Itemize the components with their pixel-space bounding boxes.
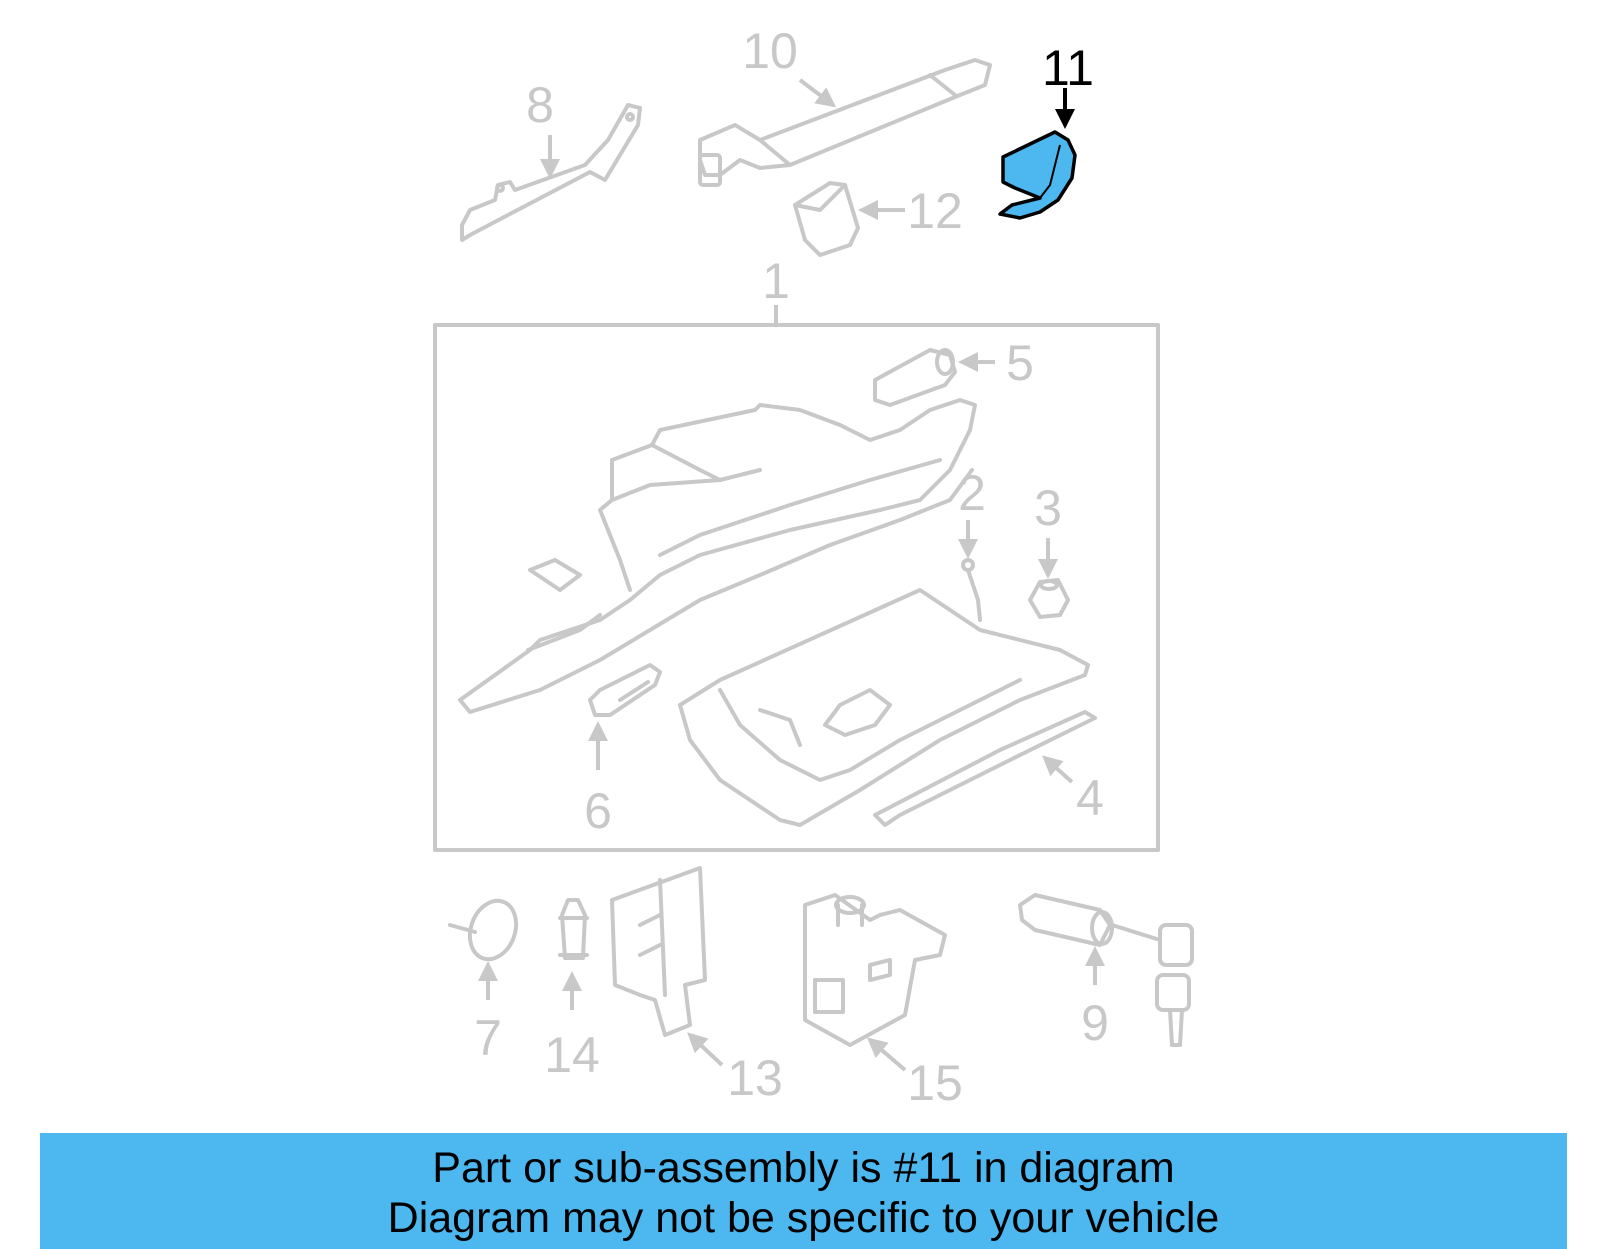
callout-3: 3 (1034, 480, 1062, 536)
banner-line-disclaimer: Diagram may not be specific to your vehi… (387, 1194, 1220, 1242)
callout-6: 6 (584, 783, 612, 839)
banner-line-part-number: Part or sub-assembly is #11 in diagram (432, 1144, 1175, 1192)
part-9-lock-keys (1018, 893, 1194, 1047)
part-6-clip (588, 663, 662, 717)
leader-4 (1042, 755, 1074, 784)
part-10-damper (698, 58, 992, 187)
part-3-bumper (1028, 578, 1070, 619)
part-13-lamp (610, 866, 707, 1037)
callout-11: 11 (1042, 40, 1094, 96)
callout-5: 5 (1006, 335, 1034, 391)
leader-15 (866, 1037, 907, 1072)
callout-10: 10 (742, 23, 798, 79)
callout-13: 13 (727, 1050, 783, 1106)
part-5-latch (873, 348, 957, 407)
part-2-striker (961, 558, 982, 622)
part-12-stop (793, 181, 860, 257)
callout-8: 8 (526, 77, 554, 133)
callout-9: 9 (1081, 995, 1109, 1051)
part-14-bulb (558, 898, 589, 960)
part-4-seal (873, 710, 1097, 827)
callout-2: 2 (958, 465, 986, 521)
part-15-switch (803, 893, 947, 1047)
callout-7: 7 (474, 1010, 502, 1066)
leader-10 (798, 78, 837, 108)
callout-4: 4 (1076, 770, 1104, 826)
part-8-bracket (460, 103, 642, 242)
part-11-cover-highlighted (998, 130, 1077, 220)
info-banner: Part or sub-assembly is #11 in diagram D… (40, 1133, 1567, 1249)
leader-13 (687, 1032, 724, 1067)
callout-14: 14 (544, 1027, 600, 1083)
callout-12: 12 (907, 183, 963, 239)
glove-box-housing (458, 398, 977, 714)
callout-15: 15 (907, 1055, 963, 1111)
part-7-cap (448, 898, 519, 962)
assembly-1-frame (433, 323, 1160, 852)
glove-box-door (678, 588, 1090, 827)
callout-1: 1 (762, 253, 790, 309)
